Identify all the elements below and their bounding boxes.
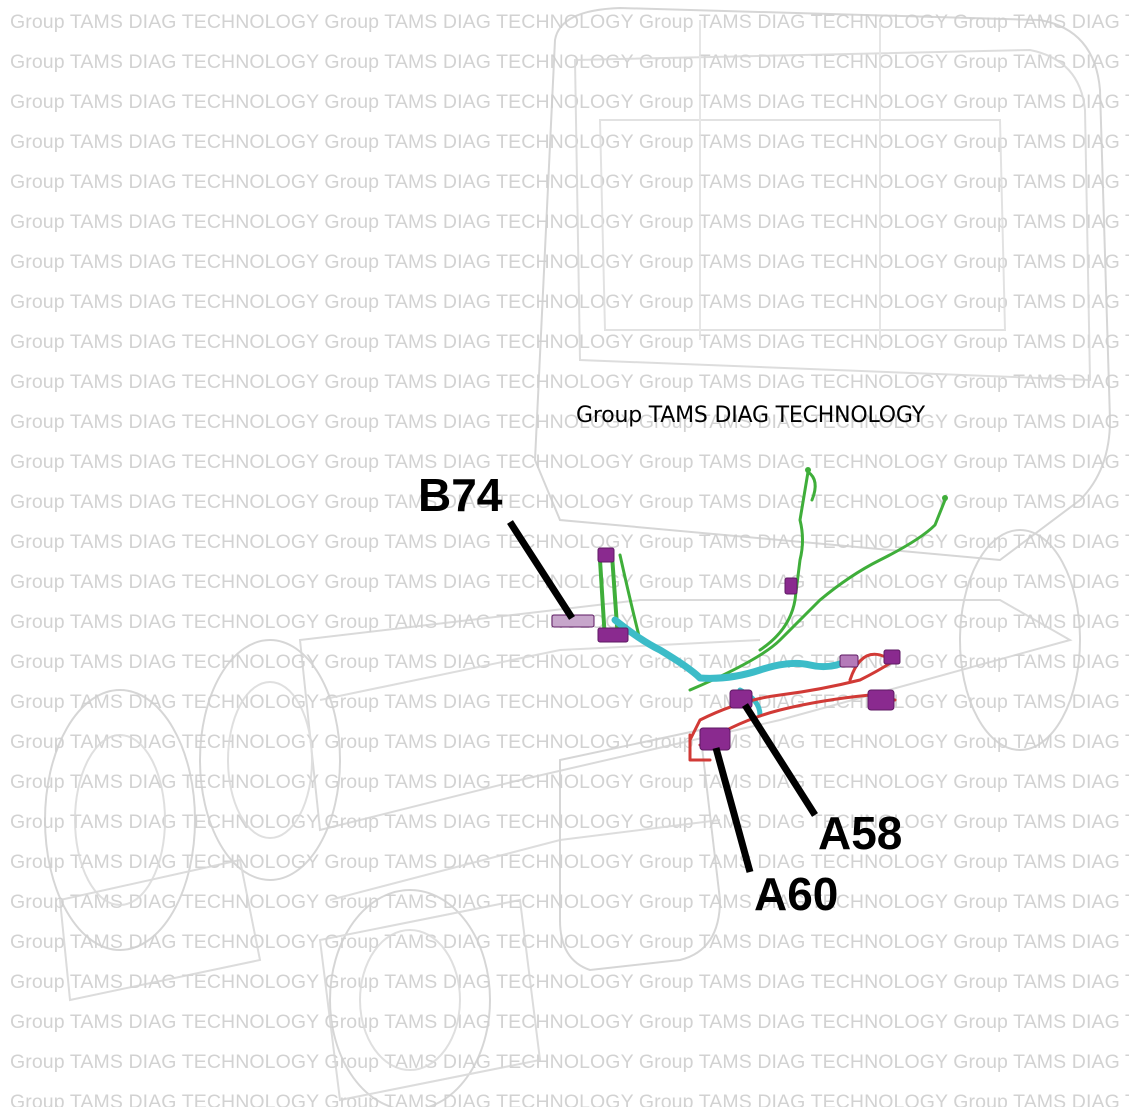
leader-lines xyxy=(507,520,818,873)
callout-label-a60: A60 xyxy=(754,868,839,920)
connectors xyxy=(551,547,901,751)
leader-line-a58 xyxy=(742,703,818,817)
truck-ghost-outline xyxy=(44,6,1112,1107)
callout-label-a58: A58 xyxy=(818,807,903,859)
harness-cyan xyxy=(611,616,854,682)
diagram-caption: Group TAMS DIAG TECHNOLOGY xyxy=(576,403,925,428)
leader-line-b74 xyxy=(507,520,575,620)
wiring-harness xyxy=(551,467,948,762)
leader-line-a60 xyxy=(712,747,754,873)
callout-label-b74: B74 xyxy=(418,469,503,521)
